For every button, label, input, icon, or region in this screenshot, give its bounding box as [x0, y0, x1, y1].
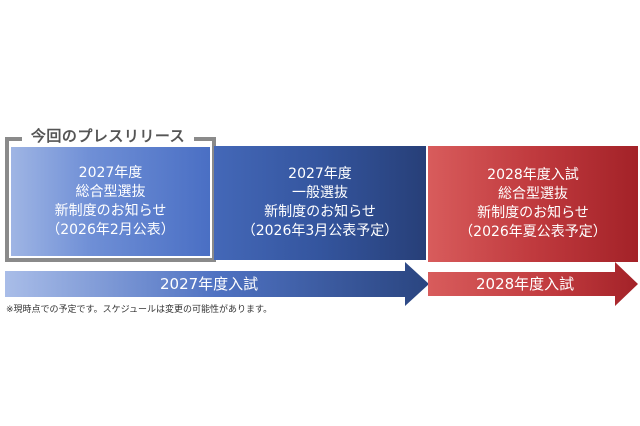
arrow-right-icon: [428, 262, 638, 306]
box-line: 2028年度入試: [487, 167, 579, 183]
box-line: 2027年度: [78, 164, 143, 181]
arrow-label-2028: 2028年度入試: [476, 275, 575, 293]
announcement-box-2027-general: 2027年度 一般選抜 新制度のお知らせ （2026年3月公表予定）: [214, 146, 426, 260]
box-line: 2027年度: [288, 166, 352, 182]
announcement-box-2028-comprehensive: 2028年度入試 総合型選抜 新制度のお知らせ （2026年夏公表予定）: [428, 146, 638, 262]
schedule-note: ※現時点での予定です。スケジュールは変更の可能性があります。: [6, 305, 273, 315]
announcement-box-2027-comprehensive: 2027年度 総合型選抜 新制度のお知らせ （2026年2月公表）: [11, 147, 210, 256]
arrow-label-2027: 2027年度入試: [160, 275, 259, 293]
arrow-right-icon: [5, 262, 429, 306]
box-line: 新制度のお知らせ: [264, 204, 376, 220]
box-line: 総合型選抜: [498, 186, 568, 202]
box-line: 新制度のお知らせ: [477, 205, 589, 221]
box-line: 一般選抜: [292, 185, 348, 201]
box-line: （2026年3月公表予定）: [241, 223, 399, 239]
box-line: 新制度のお知らせ: [54, 202, 167, 219]
current-release-label: 今回のプレスリリース: [22, 126, 194, 146]
box-line: 総合型選抜: [75, 183, 146, 200]
box-line: （2026年2月公表）: [46, 221, 175, 238]
box-line: （2026年夏公表予定）: [459, 224, 607, 240]
